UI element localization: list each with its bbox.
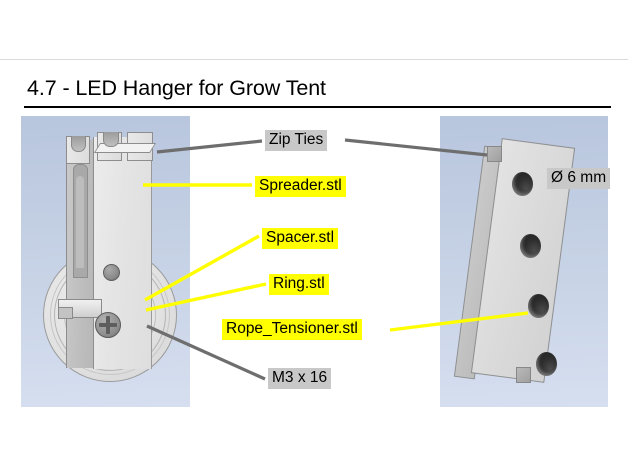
zip-tie-notch-left: [71, 136, 86, 152]
rope-tensioner-render: [440, 116, 608, 407]
spacer-side-face: [58, 307, 73, 319]
title-underline: [24, 106, 611, 108]
tensioner-hole: [512, 172, 533, 196]
page-title: 4.7 - LED Hanger for Grow Tent: [27, 76, 326, 100]
tensioner-notch-bottom: [516, 367, 531, 383]
callout-m3-screw: M3 x 16: [268, 368, 332, 390]
m3-screw-head-icon: [95, 312, 121, 338]
pivot-screw-head: [103, 264, 120, 281]
spreader-front-face: [93, 137, 152, 369]
zip-tie-notch-right: [103, 132, 119, 147]
callout-ring: Ring.stl: [269, 274, 329, 296]
assembly-viewport: [21, 116, 190, 407]
callout-spreader: Spreader.stl: [255, 176, 346, 198]
spreader-top-face: [93, 143, 157, 153]
rope-tensioner-viewport: [440, 116, 608, 407]
callout-spacer: Spacer.stl: [262, 228, 339, 250]
header-divider: [0, 59, 628, 60]
callout-zip-ties: Zip Ties: [265, 130, 328, 152]
tensioner-hole: [536, 352, 557, 376]
callout-rope-tensioner: Rope_Tensioner.stl: [222, 319, 362, 341]
tensioner-hole: [520, 234, 541, 258]
rope-tensioner-part: [453, 134, 588, 394]
tensioner-hole: [528, 294, 549, 318]
callout-hole-diameter: Ø 6 mm: [547, 168, 611, 190]
spreader-slot-inner: [76, 176, 84, 268]
assembly-render: [21, 116, 190, 407]
tensioner-notch-top: [487, 146, 502, 162]
